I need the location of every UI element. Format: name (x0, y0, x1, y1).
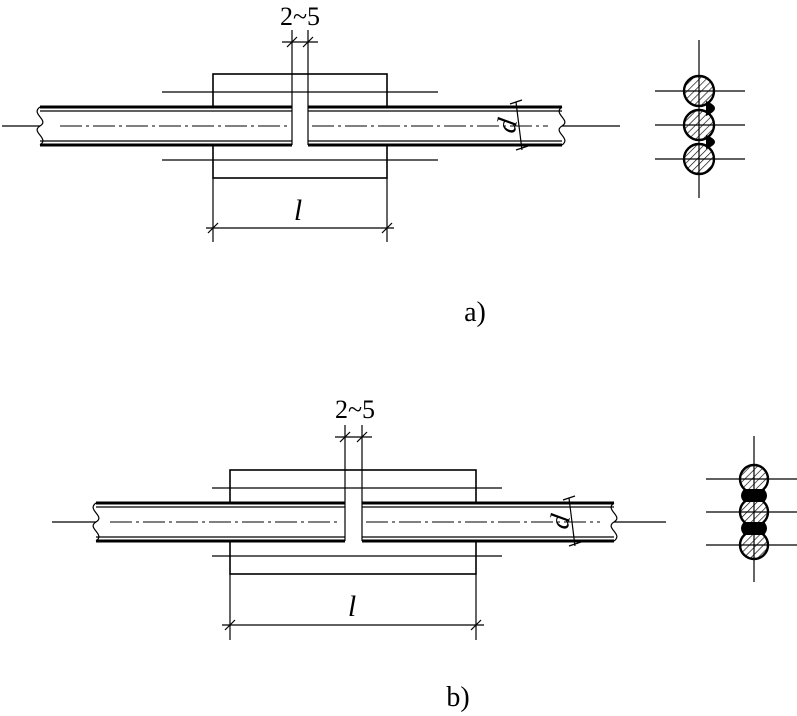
cross-section-a (655, 40, 745, 198)
gap-label: 2~5 (335, 395, 375, 424)
gap-label: 2~5 (280, 2, 320, 31)
right-main-bar (307, 105, 566, 147)
left-main-bar (92, 501, 346, 543)
left-main-bar (36, 105, 293, 147)
diameter-dimension (509, 99, 529, 151)
diameter-label: d (491, 115, 524, 135)
length-dimension (206, 178, 394, 242)
figure-a: 2~5 l d a) (2, 2, 745, 328)
length-dimension (222, 574, 484, 640)
cross-section-b (706, 436, 797, 582)
diameter-label: d (544, 511, 577, 531)
gap-dimension (335, 425, 372, 503)
caption-a: a) (464, 297, 486, 328)
gap-dimension (282, 30, 318, 107)
caption-b: b) (446, 682, 469, 713)
figure-b: 2~5 l d b) (52, 395, 797, 713)
diameter-dimension (562, 495, 582, 547)
length-label: l (348, 590, 356, 623)
length-label: l (294, 194, 302, 227)
right-main-bar (361, 501, 618, 543)
